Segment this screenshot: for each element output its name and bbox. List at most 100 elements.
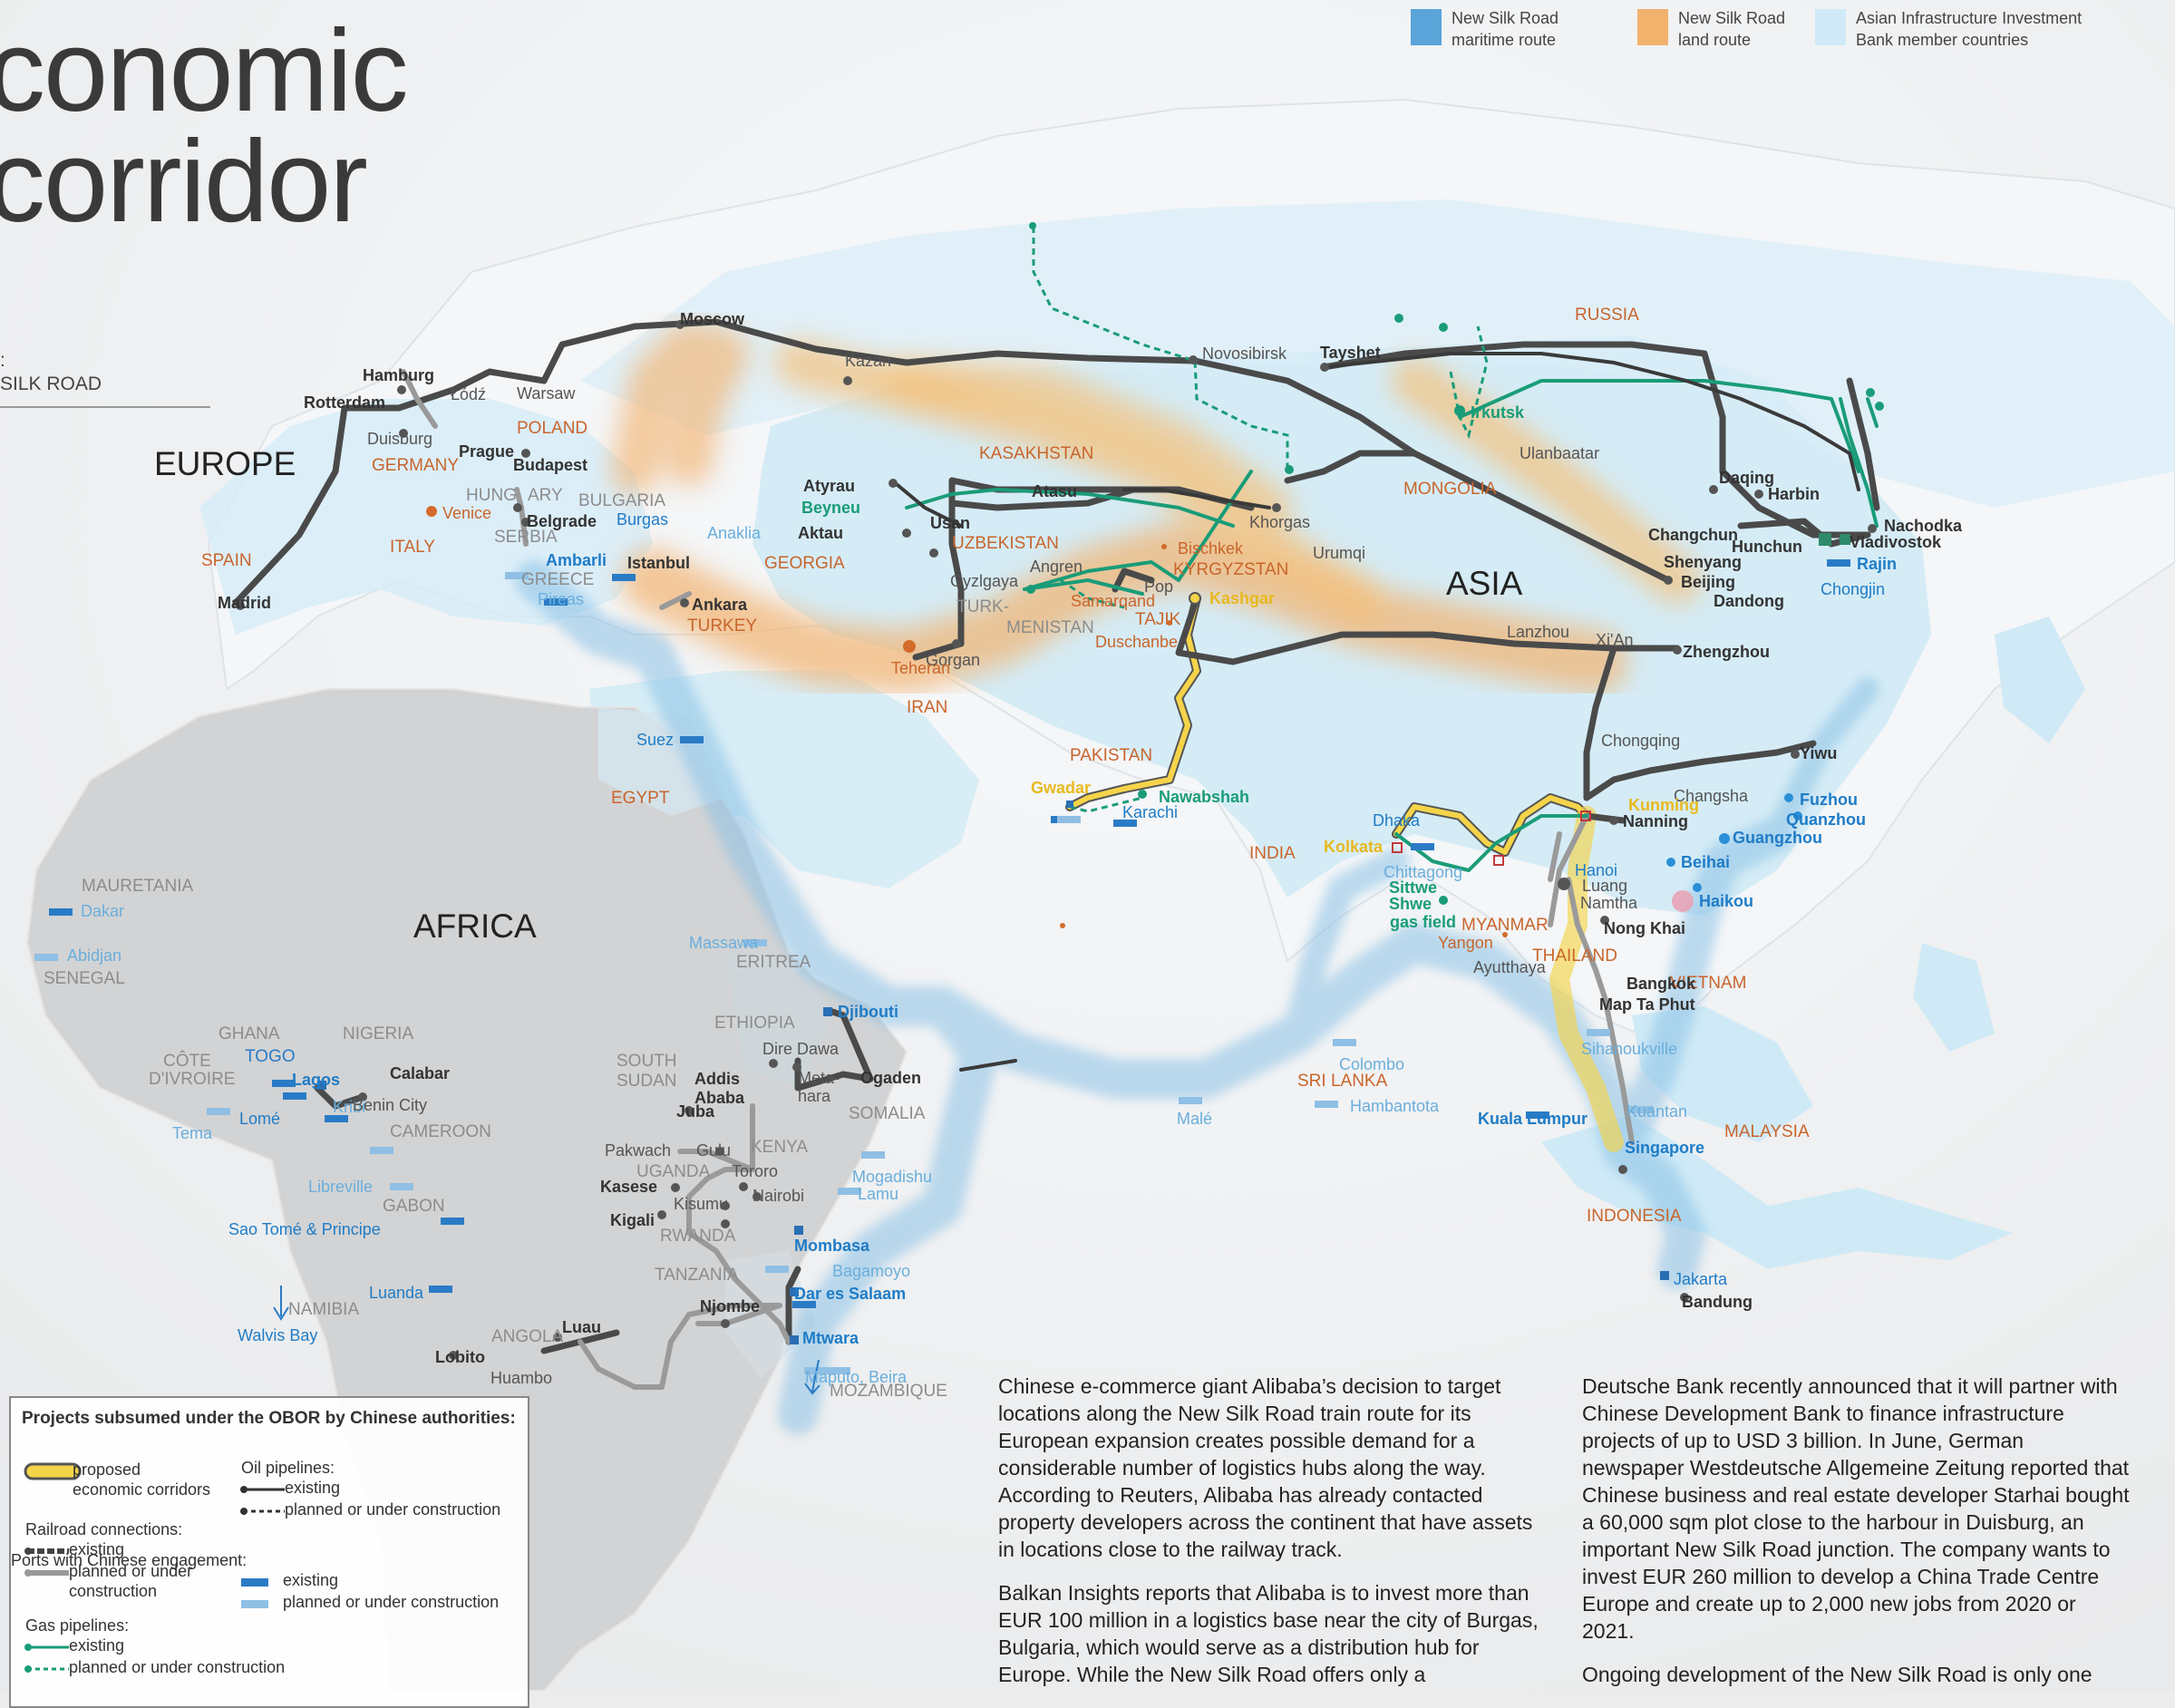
city-label: Map Ta Phut: [1599, 995, 1695, 1014]
city-label: Mtwara: [802, 1329, 859, 1347]
city-label: Urumqi: [1313, 544, 1365, 562]
city-label: Novosibirsk: [1202, 345, 1287, 363]
city-label: Libreville: [308, 1178, 373, 1196]
city-label: Suez: [636, 731, 674, 749]
country-label: TURK-: [956, 597, 1009, 616]
city-label: Kisumu: [674, 1195, 728, 1213]
city-label: Djibouti: [838, 1003, 898, 1021]
gas-existing-swatch: [24, 1644, 69, 1651]
country-label: GREECE: [521, 570, 594, 589]
city-label: Kolkata: [1324, 838, 1384, 856]
country-label: UZBEKISTAN: [952, 534, 1059, 553]
city-label: Bangkok: [1626, 975, 1696, 993]
country-label: RWANDA: [660, 1227, 736, 1246]
article-col1-para-2: Balkan Insights reports that Alibaba is …: [998, 1581, 1539, 1686]
city-label: Xi'An: [1596, 631, 1633, 649]
city-label: Harbin: [1768, 485, 1820, 503]
country-label: INDONESIA: [1587, 1207, 1682, 1226]
country-label: SERBIA: [494, 528, 558, 547]
city-label: Njombe: [700, 1297, 760, 1315]
city-label: Gwadar: [1031, 779, 1091, 797]
country-label: EGYPT: [611, 789, 670, 808]
country-label: INDIA: [1249, 844, 1296, 863]
gas-pipelines-planned: [1032, 227, 1489, 813]
city-label: Burgas: [617, 510, 668, 529]
city-label: Lobito: [435, 1348, 485, 1366]
city-label: Massawa: [689, 934, 759, 952]
country-label: KENYA: [751, 1138, 808, 1157]
ports-title: Ports with Chinese engagement:: [11, 1551, 248, 1569]
city-label: Angren: [1030, 558, 1083, 576]
city-label: Nawabshah: [1159, 788, 1249, 806]
railroads-planned: [401, 369, 1635, 1390]
gas-title: Gas pipelines:: [25, 1616, 130, 1635]
city-label: Lanzhou: [1507, 623, 1569, 641]
country-label: ARY: [528, 486, 563, 505]
country-label: UGANDA: [636, 1162, 711, 1181]
country-label: SRI LANKA: [1297, 1072, 1388, 1091]
city-label: Belgrade: [527, 512, 597, 530]
country-label: CÔTE: [163, 1051, 211, 1071]
city-label: Haikou: [1699, 892, 1753, 910]
country-label: POLAND: [517, 419, 587, 438]
city-label: Luau: [562, 1318, 601, 1336]
city-label: Hanoi: [1575, 861, 1617, 879]
oil-title: Oil pipelines:: [241, 1459, 335, 1477]
city-dots: [236, 320, 1877, 1360]
city-label: Zhengzhou: [1683, 643, 1770, 661]
city-label: Kigali: [610, 1211, 655, 1229]
country-label: MONGOLIA: [1403, 480, 1497, 499]
country-label: TANZANIA: [655, 1266, 739, 1285]
city-label: Daqing: [1719, 469, 1774, 487]
country-label: KASAKHSTAN: [979, 444, 1093, 463]
city-label: Khorgas: [1249, 513, 1310, 531]
city-label: Mogadishu: [852, 1168, 932, 1186]
city-label: Quanzhou: [1786, 810, 1866, 829]
city-label: Chongjin: [1821, 580, 1885, 598]
city-label: Hambantota: [1350, 1097, 1440, 1115]
city-label: Dhaka: [1373, 811, 1421, 830]
city-label: Sihanoukville: [1581, 1040, 1677, 1058]
country-label: GEORGIA: [764, 554, 845, 573]
article-col2-para-1: Deutsche Bank recently announced that it…: [1582, 1374, 2130, 1643]
maritime-route: [515, 560, 1879, 1434]
city-label: Yangon: [1438, 934, 1493, 952]
country-label: KYRGYZSTAN: [1173, 560, 1288, 579]
city-label: Kunming: [1628, 796, 1699, 814]
land-swatch: [1637, 9, 1668, 45]
rail-existing-label: existing: [69, 1540, 125, 1558]
city-label: Lagos: [292, 1071, 340, 1089]
city-label: Rotterdam: [304, 393, 385, 412]
country-label: MYANMAR: [1461, 916, 1549, 935]
city-label: Mombasa: [794, 1237, 870, 1255]
city-label: Nanning: [1623, 812, 1688, 830]
city-label: Sittwe: [1389, 878, 1437, 897]
article-column-2: Deutsche Bank recently announced that it…: [1582, 1373, 2131, 1704]
country-label: ERITREA: [736, 953, 811, 972]
country-label: NAMIBIA: [288, 1300, 359, 1319]
city-label: Ulanbaatar: [1520, 444, 1599, 462]
subheading-colon: :: [0, 350, 5, 371]
country-label: SPAIN: [201, 551, 252, 570]
city-label: Tayshet: [1320, 344, 1381, 362]
oil-existing-label: existing: [285, 1479, 341, 1497]
city-label: Ankara: [692, 596, 748, 614]
gas-existing-label: existing: [69, 1636, 125, 1655]
city-label: Gulu: [696, 1141, 731, 1160]
subheading: : SILK ROAD: [0, 350, 210, 408]
city-label: Malé: [1177, 1110, 1212, 1128]
title-line-1: conomic: [0, 6, 409, 136]
city-label: Benin City: [353, 1096, 427, 1114]
city-label: Jakarta: [1674, 1270, 1728, 1288]
country-label: ANGOLA: [491, 1327, 564, 1346]
city-label: Addis: [694, 1070, 740, 1088]
city-label: Changsha: [1674, 787, 1749, 805]
country-label: GHANA: [218, 1024, 280, 1043]
city-label: Tema: [172, 1124, 213, 1142]
city-label: Moscow: [680, 310, 745, 328]
country-label: CAMEROON: [390, 1122, 491, 1141]
city-label: Ayutthaya: [1473, 958, 1547, 976]
city-label: Juba: [676, 1102, 715, 1121]
railroad-title: Railroad connections:: [25, 1520, 183, 1538]
city-label: Colombo: [1339, 1055, 1404, 1073]
